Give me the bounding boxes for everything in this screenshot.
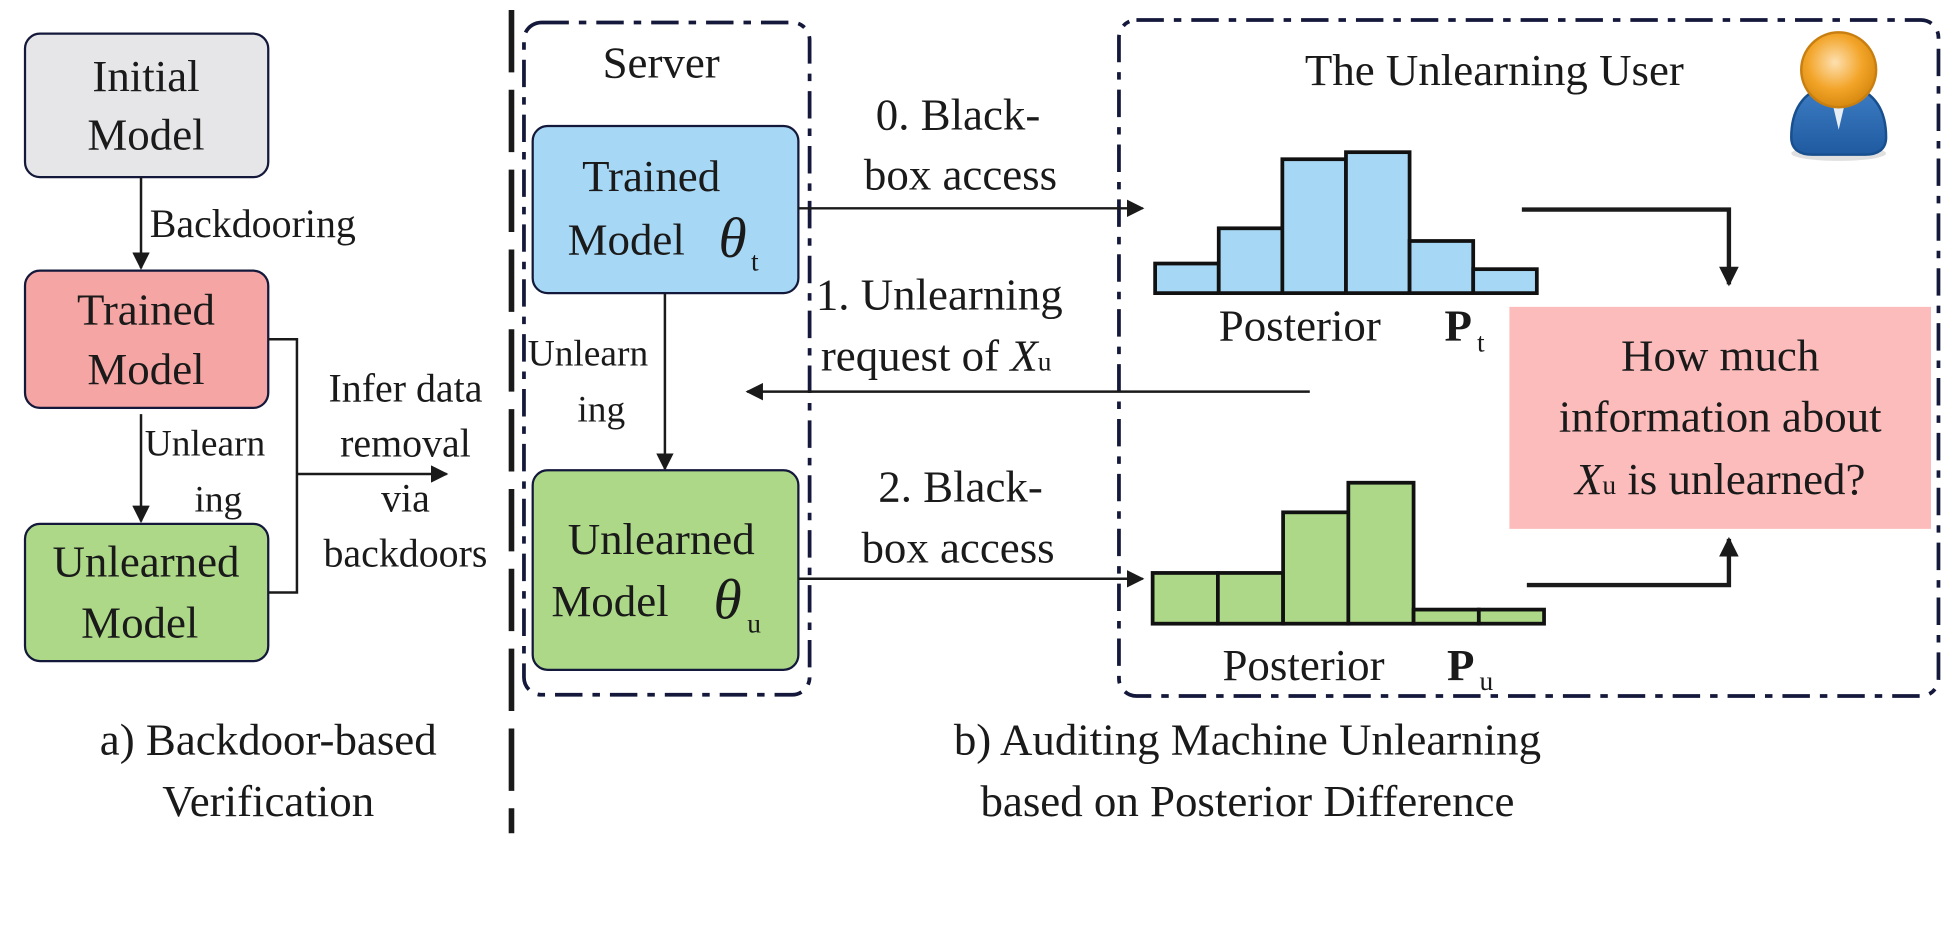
unlearned-model-b-label-2: Model <box>551 576 668 626</box>
question-line-3: Xu is unlearned? <box>1573 454 1865 504</box>
compare-arrow-bottom <box>1526 536 1739 588</box>
caption-b-2: based on Posterior Difference <box>980 776 1514 826</box>
infer-label-1: Infer data <box>328 366 482 411</box>
server-title: Server <box>603 37 720 87</box>
histogram-bar <box>1280 157 1348 296</box>
histogram-bar <box>1411 607 1481 626</box>
infer-label-3: via <box>381 475 430 520</box>
panel-a: Initial Model Backdooring Trained Model … <box>23 32 487 826</box>
user-title: The Unlearning User <box>1305 45 1684 95</box>
histogram-bar <box>1281 510 1351 626</box>
posterior-t-symbol: P <box>1445 301 1472 351</box>
unlearning-label-b-2: ing <box>577 390 625 431</box>
compare-arrow-top <box>1521 207 1739 287</box>
infer-bracket <box>268 338 299 594</box>
theta-t-symbol: θ <box>719 207 747 270</box>
caption-b-1: b) Auditing Machine Unlearning <box>954 715 1541 765</box>
user-region <box>1117 18 1941 698</box>
user-icon <box>1790 31 1888 161</box>
step1-label-2: request of Xu <box>821 330 1052 380</box>
trained-model-b-label-1: Trained <box>582 151 720 201</box>
unlearned-model-label-a-2: Model <box>81 597 198 647</box>
posterior-t-label: Posterior <box>1219 301 1381 351</box>
unlearning-label-a-2: ing <box>194 479 242 520</box>
server-region <box>522 20 812 697</box>
unlearned-model-label-a-1: Unlearned <box>53 536 240 586</box>
caption-a-1: a) Backdoor-based <box>100 715 437 765</box>
histogram-bar <box>1344 150 1412 296</box>
histogram-bar <box>1153 261 1221 296</box>
caption-a-2: Verification <box>162 776 374 826</box>
histogram-bar <box>1476 607 1546 626</box>
posterior-t-subscript: t <box>1477 328 1485 358</box>
infer-label-2: removal <box>340 421 471 466</box>
histogram-posterior-u <box>1150 480 1546 626</box>
question-line-1: How much <box>1621 330 1819 380</box>
unlearning-label-a-1: Unlearn <box>145 423 266 464</box>
unlearned-model-box-b <box>531 469 800 671</box>
theta-t-subscript: t <box>751 247 759 277</box>
posterior-u-subscript: u <box>1479 666 1493 696</box>
theta-u-subscript: u <box>747 608 761 638</box>
step0-label-1: 0. Black- <box>876 90 1041 140</box>
panel-b: Server Trained Model θ t Unlearn ing Unl… <box>522 18 1941 826</box>
question-box <box>1509 306 1931 529</box>
question-line-2: information about <box>1559 392 1882 442</box>
trained-model-label-1: Trained <box>77 284 215 334</box>
step2-label-2: box access <box>861 523 1054 573</box>
unlearning-label-b-1: Unlearn <box>528 333 649 374</box>
histogram-bar <box>1407 239 1476 296</box>
step2-label-1: 2. Black- <box>878 461 1043 511</box>
theta-u-symbol: θ <box>714 569 742 632</box>
backdooring-label: Backdooring <box>150 201 356 246</box>
step0-label-2: box access <box>864 150 1057 200</box>
posterior-u-symbol: P <box>1447 640 1474 690</box>
histogram-bar <box>1150 571 1220 626</box>
initial-model-label-2: Model <box>87 110 204 160</box>
initial-model-box <box>23 32 270 179</box>
histogram-bar <box>1471 267 1539 296</box>
histogram-posterior-t <box>1153 150 1539 296</box>
trained-model-b-label-2: Model <box>568 214 685 264</box>
histogram-bar <box>1346 480 1416 626</box>
trained-model-label-2: Model <box>87 344 204 394</box>
initial-model-label-1: Initial <box>92 51 199 101</box>
unlearned-model-b-label-1: Unlearned <box>568 514 755 564</box>
histogram-bar <box>1216 226 1285 296</box>
posterior-u-label: Posterior <box>1222 640 1384 690</box>
infer-label-4: backdoors <box>323 530 487 575</box>
histogram-bar <box>1215 571 1285 626</box>
step1-label-1: 1. Unlearning <box>816 269 1063 319</box>
